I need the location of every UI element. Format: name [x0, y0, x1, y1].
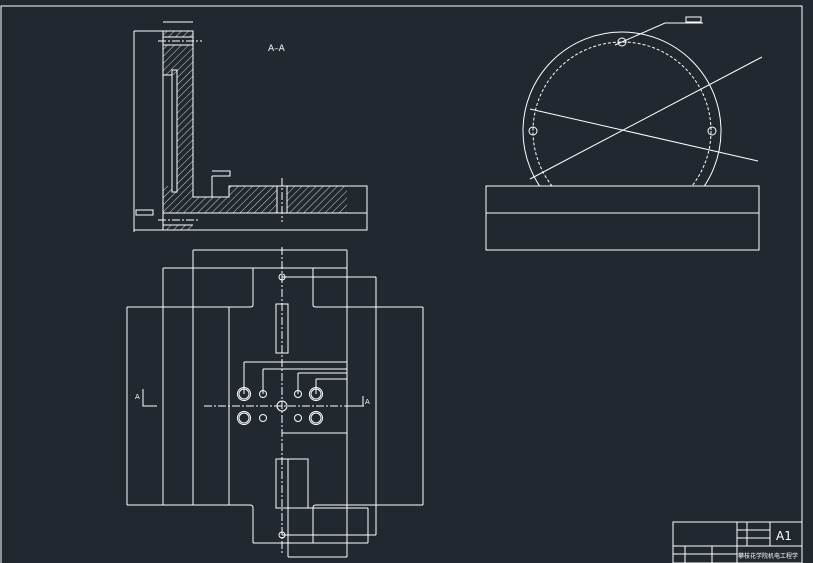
bolt-holes [237, 273, 323, 539]
section-mark-left: A [135, 393, 140, 401]
drawing-frame [0, 5, 803, 563]
section-view-a-a: A–A [133, 21, 368, 232]
plan-view: A A [126, 247, 424, 558]
section-mark-right: A [365, 398, 370, 406]
sheet-size: A1 [776, 529, 792, 543]
flange-circle-view [485, 16, 763, 251]
section-title: A–A [268, 44, 286, 54]
institution-name: 攀枝花学院机电工程学 [738, 552, 798, 560]
title-block: A1 攀枝花学院机电工程学 [672, 521, 803, 563]
